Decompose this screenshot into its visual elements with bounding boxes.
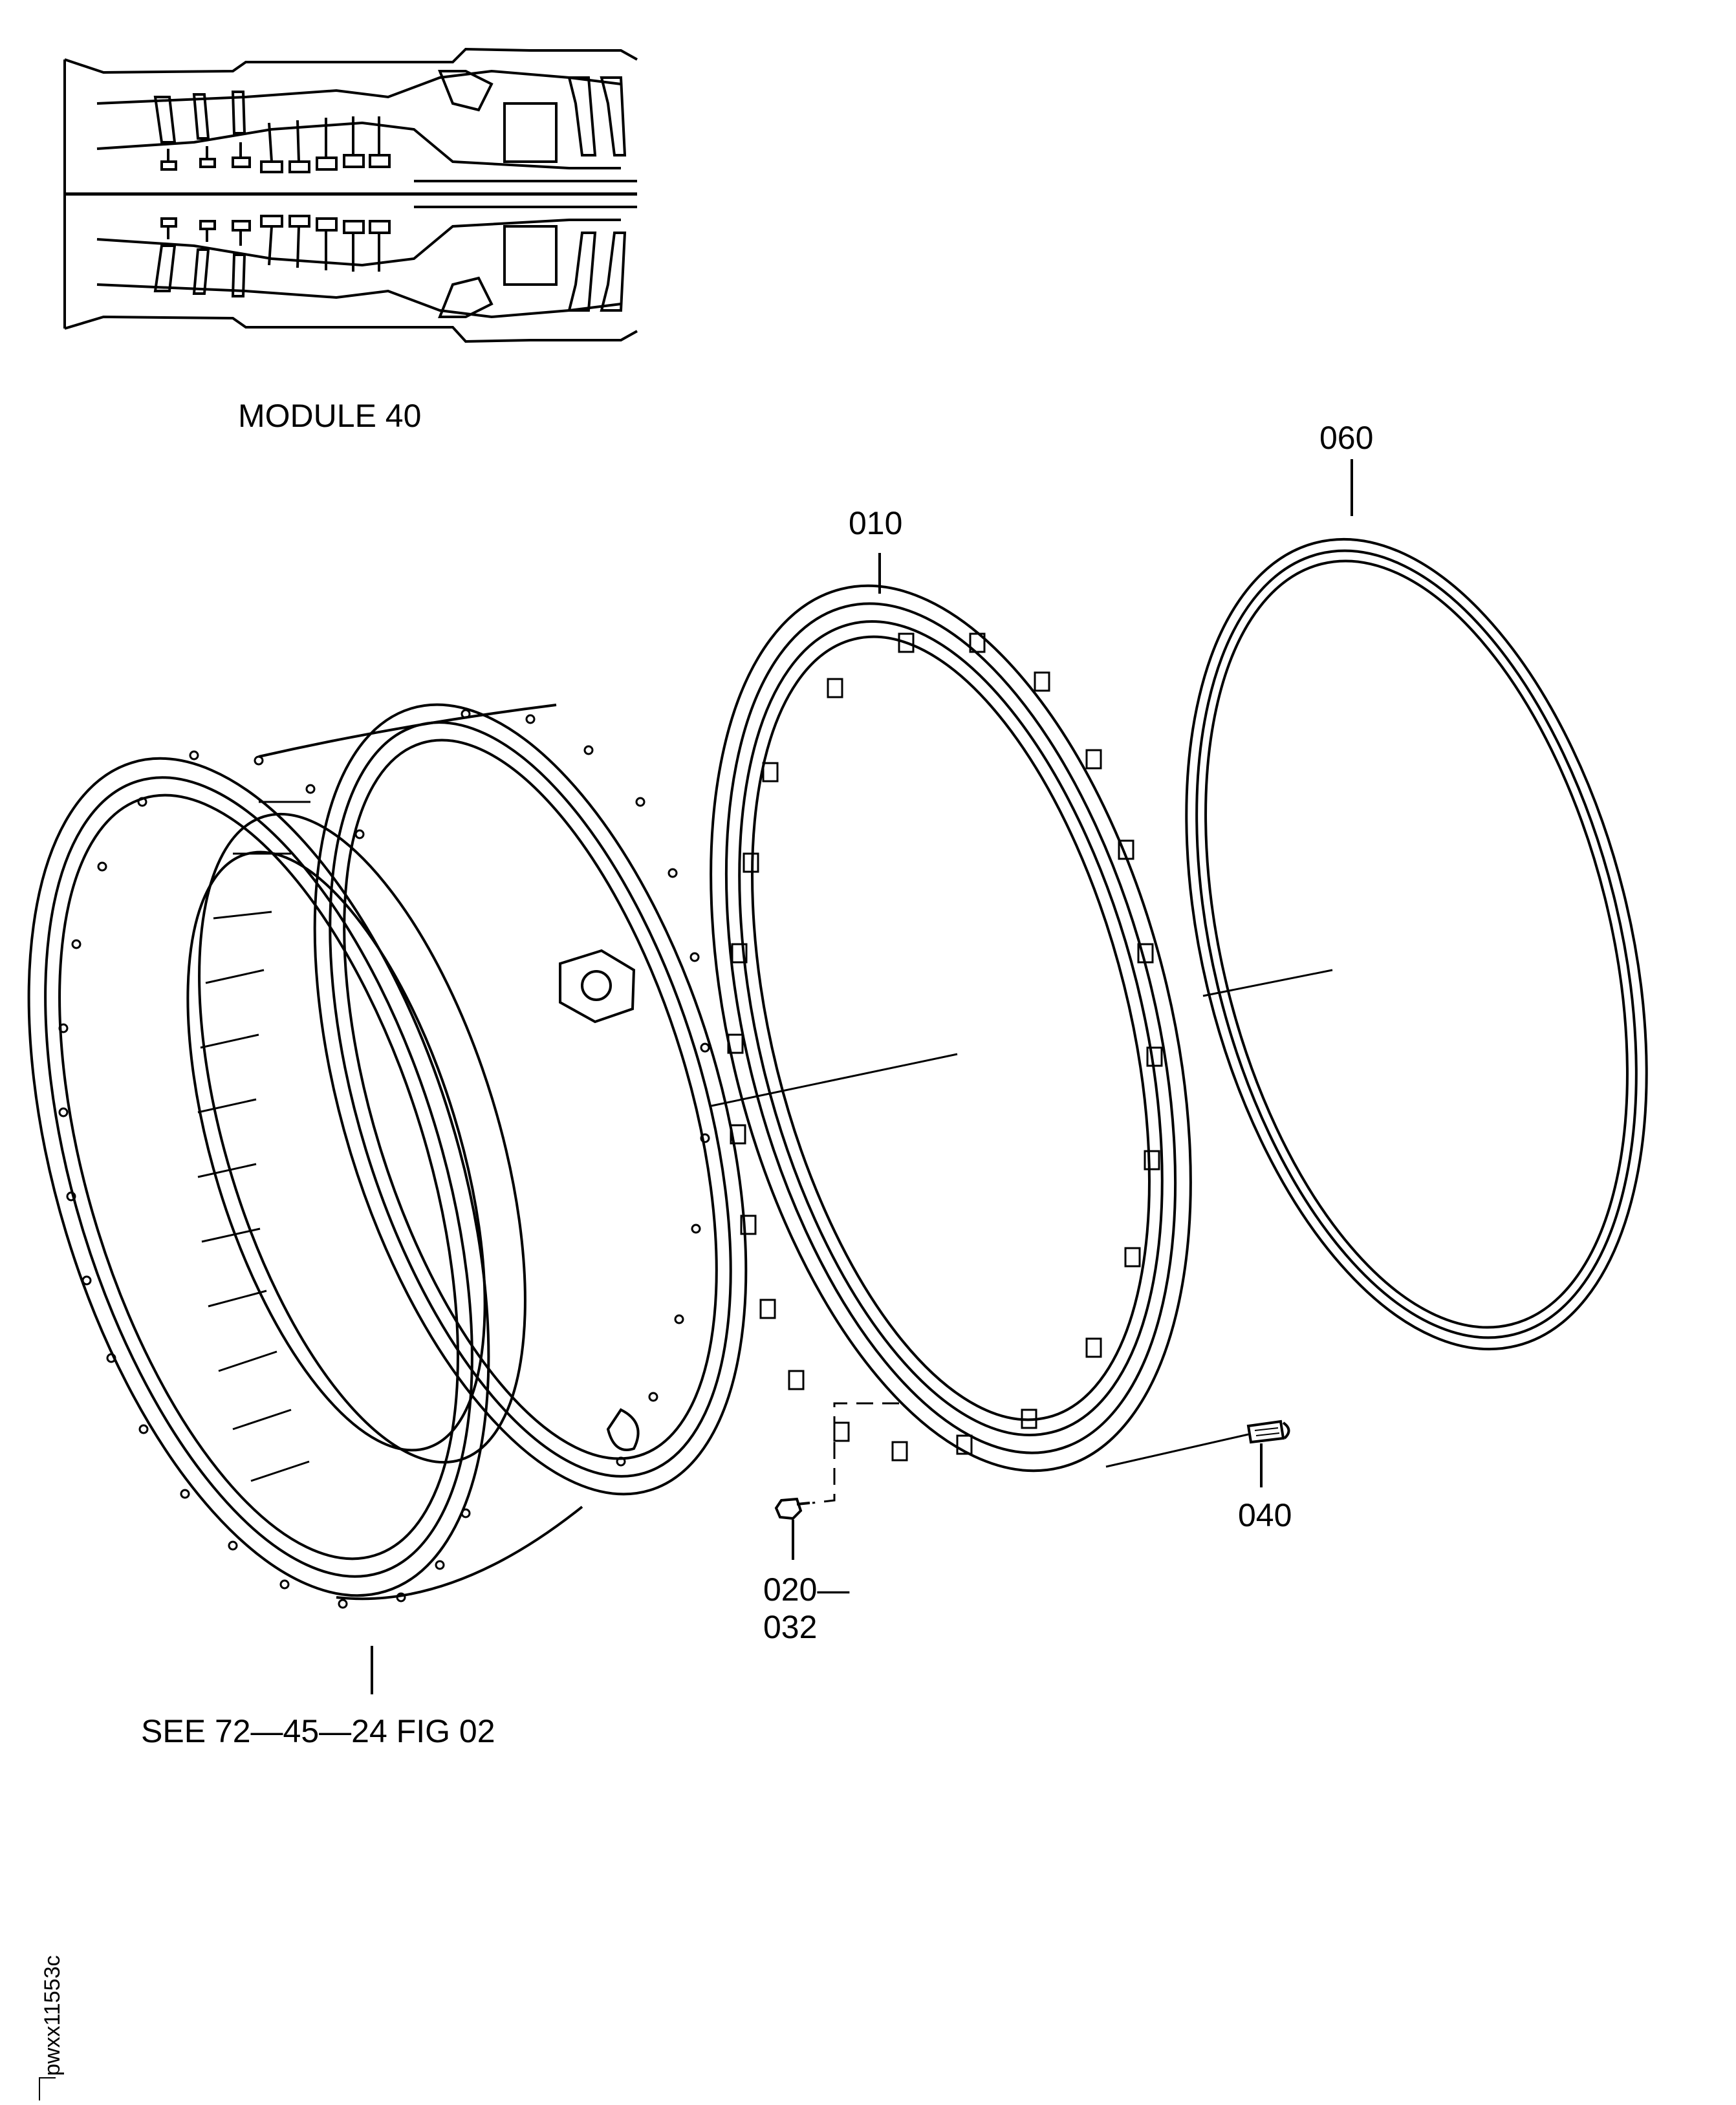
- drawing-code: pwxx11553c: [40, 1955, 65, 2077]
- centerline-010-to-060: [1202, 969, 1333, 997]
- centerline-casing-to-010: [711, 1053, 958, 1107]
- engine-cross-section-inset: [63, 47, 638, 343]
- module-label: MODULE 40: [238, 398, 422, 434]
- seal-ring-060: [1185, 537, 1648, 1351]
- bolt-040: [1246, 1420, 1290, 1444]
- casing-rear-flange: [313, 703, 748, 1496]
- centerline-010-to-040: [1105, 1433, 1249, 1468]
- item-number-020-line: 020—: [763, 1571, 850, 1608]
- item-number-032-line: 032: [763, 1608, 818, 1645]
- nut-020-032: [774, 1497, 810, 1520]
- combustion-case-assembly: [27, 703, 748, 1609]
- item-number-040: 040: [1238, 1497, 1292, 1533]
- see-reference-label: SEE 72—45—24 FIG 02: [141, 1713, 495, 1749]
- item-number-060: 060: [1319, 420, 1374, 456]
- drawing-code-bracket: [39, 2077, 56, 2078]
- casing-front-flange: [27, 757, 490, 1597]
- ring-010: [710, 584, 1192, 1473]
- item-number-020-032: 020— 032: [763, 1571, 849, 1646]
- casing-boss-fitting: [559, 949, 636, 1024]
- centerline-010-to-020: [812, 1402, 899, 1504]
- item-number-010: 010: [849, 505, 903, 541]
- drawing-code-bracket-vertical: [39, 2077, 40, 2100]
